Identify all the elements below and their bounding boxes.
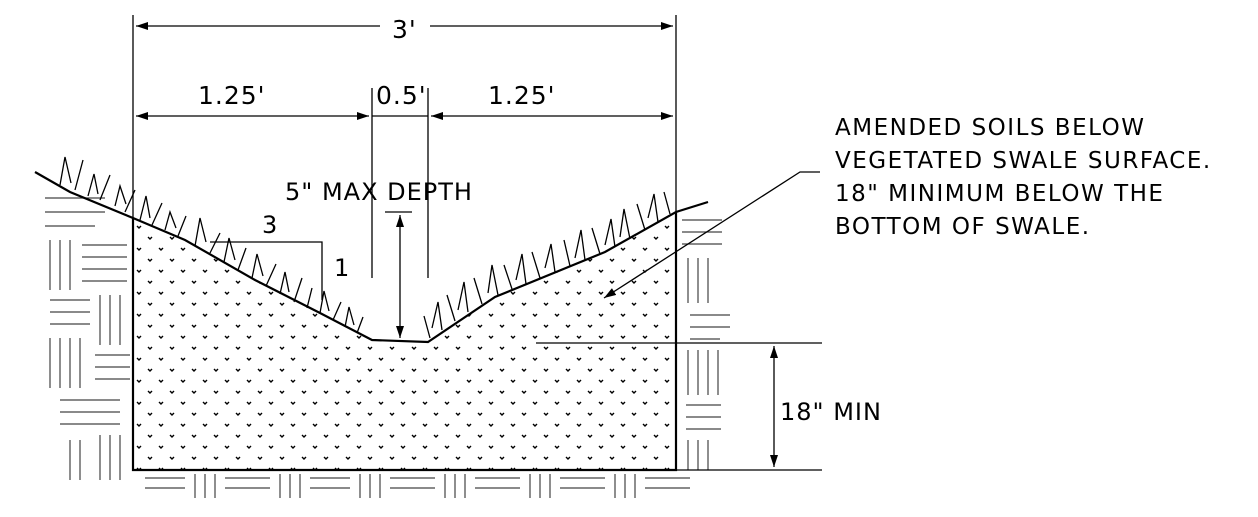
right-width-label: 1.25': [488, 81, 556, 110]
slope-indicator: [210, 241, 323, 300]
swale-surface: [34, 171, 709, 344]
grass-vegetation: [59, 156, 671, 339]
native-soil-hatch-bottom: [145, 474, 690, 498]
note-line-2: VEGETATED SWALE SURFACE.: [835, 148, 1212, 174]
note-line-3: 18" MINIMUM BELOW THE: [835, 181, 1164, 207]
slope-run-label: 3: [262, 211, 278, 239]
slope-rise-label: 1: [334, 254, 350, 282]
soil-depth-label: 18" MIN: [780, 398, 882, 426]
note-line-4: BOTTOM OF SWALE.: [835, 214, 1091, 240]
native-soil-hatch-right: [682, 219, 730, 470]
center-width-label: 0.5': [376, 81, 427, 110]
soil-boundary: [131, 212, 678, 472]
overall-width-label: 3': [392, 15, 417, 44]
amended-soil-note: AMENDED SOILS BELOW VEGETATED SWALE SURF…: [835, 115, 1212, 240]
left-width-label: 1.25': [198, 81, 266, 110]
max-depth-label: 5" MAX DEPTH: [285, 178, 473, 206]
note-line-1: AMENDED SOILS BELOW: [835, 115, 1145, 141]
note-leader: [603, 171, 820, 299]
native-soil-hatch-left: [45, 197, 130, 480]
amended-soil-area: [133, 212, 676, 470]
